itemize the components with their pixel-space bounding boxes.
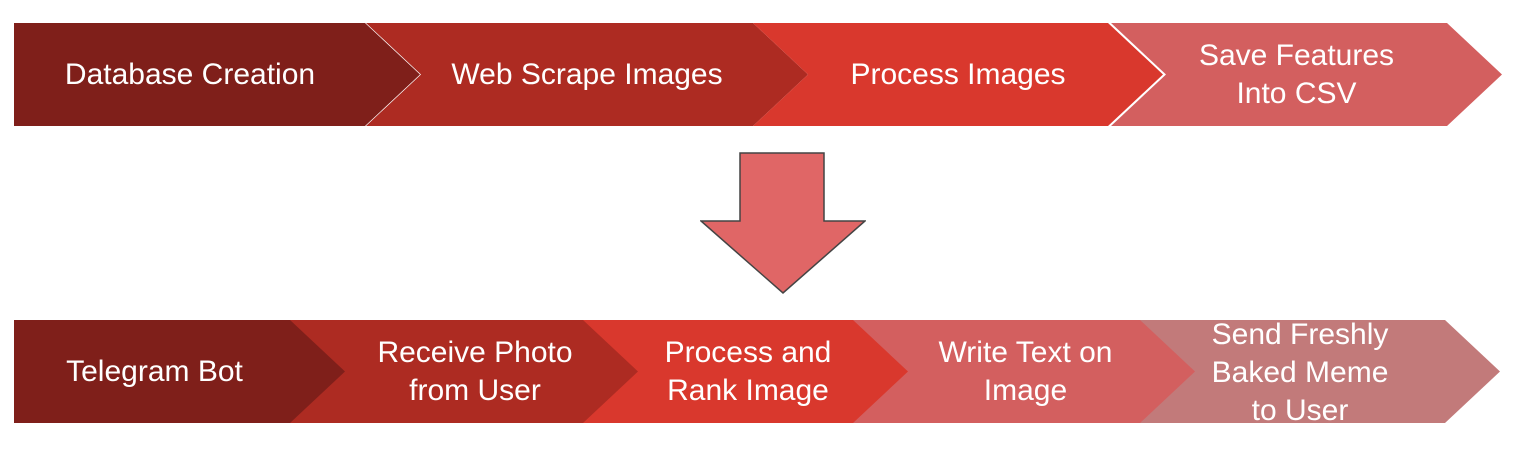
step-label: Write Text on Image — [938, 335, 1113, 407]
top-process-row: Database Creation Web Scrape Images Proc… — [0, 23, 1540, 126]
step-web-scrape-images: Web Scrape Images — [366, 23, 808, 126]
step-label: Process Images — [850, 57, 1066, 91]
step-label: Process and Rank Image — [664, 335, 832, 407]
down-arrow-icon — [700, 152, 866, 294]
step-write-text: Write Text on Image — [853, 320, 1198, 423]
bottom-process-row: Telegram Bot Receive Photo from User Pro… — [0, 320, 1540, 423]
step-label: Send Freshly Baked Meme to User — [1211, 320, 1389, 423]
step-process-and-rank: Process and Rank Image — [583, 320, 913, 423]
step-save-features: Save Features Into CSV — [1111, 23, 1502, 126]
down-arrow-shape — [700, 152, 866, 294]
step-label: Web Scrape Images — [451, 57, 723, 91]
step-label: Save Features Into CSV — [1198, 38, 1395, 110]
step-telegram-bot: Telegram Bot — [14, 320, 349, 423]
step-database-creation: Database Creation — [14, 23, 420, 126]
step-send-meme: Send Freshly Baked Meme to User — [1140, 320, 1500, 423]
step-receive-photo: Receive Photo from User — [290, 320, 640, 423]
step-label: Receive Photo from User — [377, 335, 573, 407]
step-process-images: Process Images — [753, 23, 1163, 126]
step-label: Telegram Bot — [66, 354, 243, 388]
step-label: Database Creation — [64, 57, 316, 91]
